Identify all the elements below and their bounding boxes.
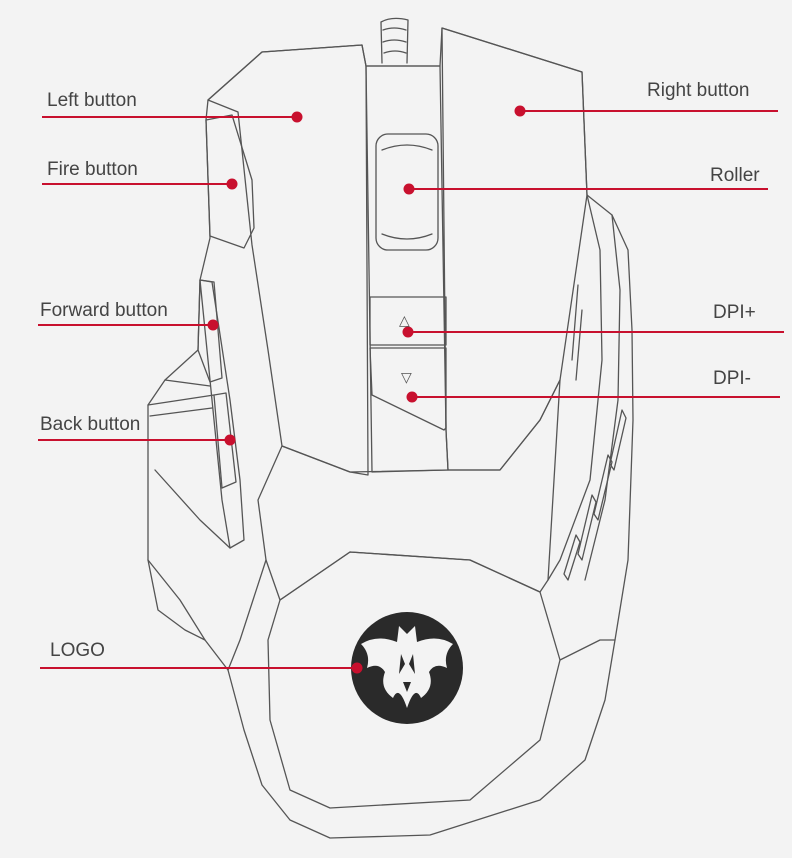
leader-right-button-dot — [514, 105, 526, 117]
side-vent — [563, 534, 581, 581]
leader-dpi-plus-dot — [402, 326, 414, 338]
roller-wheel — [375, 133, 439, 251]
label-fire-button: Fire button — [47, 159, 138, 180]
leader-logo-dot — [351, 662, 363, 674]
cable — [380, 17, 409, 64]
bat-logo-icon — [351, 612, 463, 724]
center-channel — [365, 65, 449, 473]
side-vent — [577, 494, 597, 561]
forward-button-shape — [197, 279, 223, 383]
leader-back-button-dot — [224, 434, 236, 446]
side-vent — [593, 454, 613, 521]
leader-dpi-minus-dot — [406, 391, 418, 403]
leader-fire-button-dot — [226, 178, 238, 190]
label-logo: LOGO — [50, 640, 105, 661]
label-dpi-plus: DPI+ — [713, 302, 756, 323]
fire-button-shape — [205, 114, 255, 249]
leader-roller-dot — [403, 183, 415, 195]
right-button-panel — [441, 27, 588, 471]
logo-plate — [267, 551, 561, 809]
label-left-button: Left button — [47, 90, 137, 111]
dpi-plus-button — [369, 296, 447, 346]
label-right-button: Right button — [647, 80, 750, 101]
dpi-minus-button — [369, 347, 447, 431]
leader-lines — [38, 105, 784, 674]
left-button-panel — [207, 44, 369, 476]
label-forward-button: Forward button — [40, 300, 168, 321]
label-dpi-minus: DPI- — [713, 368, 751, 389]
palm-shell — [257, 379, 561, 601]
label-roller: Roller — [710, 165, 760, 186]
back-button-shape — [213, 392, 237, 489]
thumb-panel — [199, 279, 245, 549]
label-back-button: Back button — [40, 414, 141, 435]
leader-left-button-dot — [291, 111, 303, 123]
leader-forward-button-dot — [207, 319, 219, 331]
side-vent — [609, 409, 627, 471]
dpi-down-arrow-icon: ▽ — [401, 370, 412, 386]
dpi-up-arrow-icon: △ — [399, 313, 410, 329]
